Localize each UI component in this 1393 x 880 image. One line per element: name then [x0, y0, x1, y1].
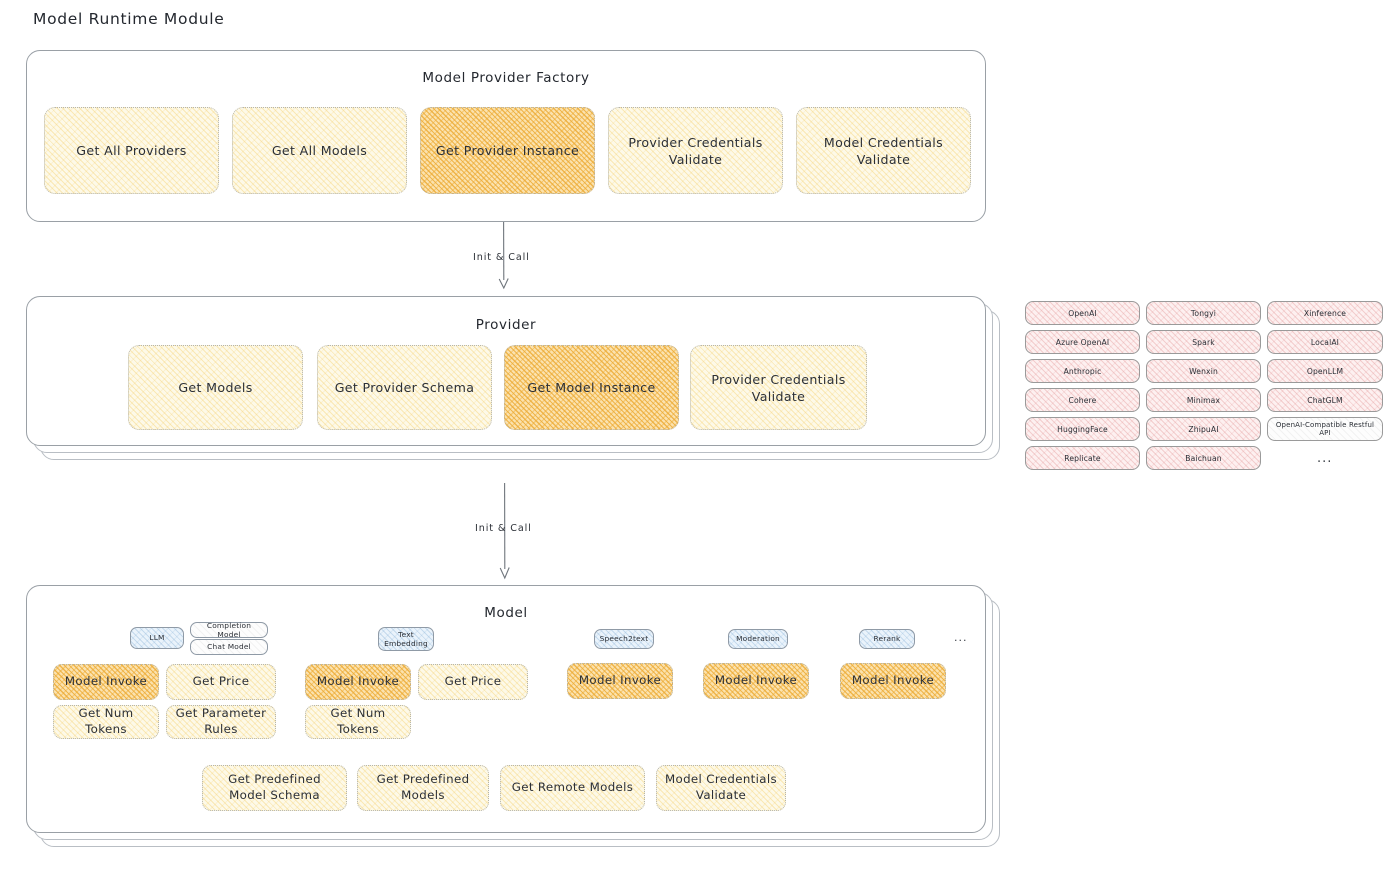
model-box-rerank-model-invoke[interactable]: Model Invoke [840, 663, 946, 699]
arrow-provider-to-model [499, 482, 510, 580]
model-common-box-get-predefined-model-schema[interactable]: Get Predefined Model Schema [202, 765, 347, 811]
provider-chip-openai[interactable]: OpenAI [1025, 301, 1140, 325]
factory-box-get-all-providers[interactable]: Get All Providers [44, 107, 219, 194]
provider-panel-stack: Provider Get Models Get Provider Schema … [26, 296, 1026, 476]
model-group-tag-moderation[interactable]: Moderation [728, 629, 788, 649]
provider-box-get-models[interactable]: Get Models [128, 345, 303, 430]
provider-box-provider-credentials-validate[interactable]: Provider Credentials Validate [690, 345, 867, 430]
model-box-llm-get-parameter-rules[interactable]: Get Parameter Rules [166, 705, 276, 739]
arrow-label-init-and-call-1: Init & Call [473, 252, 530, 263]
model-panel-title: Model [484, 605, 528, 621]
model-groups-ellipsis: ... [954, 631, 968, 644]
provider-chip-minimax[interactable]: Minimax [1146, 388, 1261, 412]
model-group-subtag-chat-model[interactable]: Chat Model [190, 639, 268, 655]
arrow-factory-to-provider [498, 221, 509, 290]
provider-chip-azure-openai[interactable]: Azure OpenAI [1025, 330, 1140, 354]
provider-chip-openai-compatible-restful-api[interactable]: OpenAI-Compatible Restful API [1267, 417, 1383, 441]
provider-chip-huggingface[interactable]: HuggingFace [1025, 417, 1140, 441]
model-box-text-embedding-get-num-tokens[interactable]: Get Num Tokens [305, 705, 411, 739]
model-group-tag-rerank[interactable]: Rerank [859, 629, 915, 649]
model-box-speech2text-model-invoke[interactable]: Model Invoke [567, 663, 673, 699]
model-box-moderation-model-invoke[interactable]: Model Invoke [703, 663, 809, 699]
provider-chip-xinference[interactable]: Xinference [1267, 301, 1383, 325]
model-box-llm-get-num-tokens[interactable]: Get Num Tokens [53, 705, 159, 739]
factory-box-model-credentials-validate[interactable]: Model Credentials Validate [796, 107, 971, 194]
provider-list-ellipsis: ... [1317, 451, 1333, 466]
model-group-tag-text-embedding[interactable]: Text Embedding [378, 627, 434, 651]
model-box-text-embedding-get-price[interactable]: Get Price [418, 664, 528, 700]
arrow-label-init-and-call-2: Init & Call [475, 523, 532, 534]
model-common-box-get-predefined-models[interactable]: Get Predefined Models [357, 765, 489, 811]
provider-chip-anthropic[interactable]: Anthropic [1025, 359, 1140, 383]
provider-box-get-provider-schema[interactable]: Get Provider Schema [317, 345, 492, 430]
provider-chip-zhipuai[interactable]: ZhipuAI [1146, 417, 1261, 441]
provider-list: OpenAI Azure OpenAI Anthropic Cohere Hug… [1025, 301, 1383, 476]
factory-box-get-provider-instance[interactable]: Get Provider Instance [420, 107, 595, 194]
model-provider-factory-panel: Model Provider Factory Get All Providers… [26, 50, 986, 222]
provider-chip-wenxin[interactable]: Wenxin [1146, 359, 1261, 383]
model-common-box-model-credentials-validate[interactable]: Model Credentials Validate [656, 765, 786, 811]
model-panel-stack: Model LLM Completion Model Chat Model Mo… [26, 585, 1026, 855]
provider-chip-replicate[interactable]: Replicate [1025, 446, 1140, 470]
provider-box-get-model-instance[interactable]: Get Model Instance [504, 345, 679, 430]
model-box-llm-get-price[interactable]: Get Price [166, 664, 276, 700]
provider-chip-spark[interactable]: Spark [1146, 330, 1261, 354]
model-box-text-embedding-model-invoke[interactable]: Model Invoke [305, 664, 411, 700]
provider-chip-cohere[interactable]: Cohere [1025, 388, 1140, 412]
page-title: Model Runtime Module [33, 10, 225, 28]
model-common-box-get-remote-models[interactable]: Get Remote Models [500, 765, 645, 811]
provider-chip-tongyi[interactable]: Tongyi [1146, 301, 1261, 325]
provider-chip-openllm[interactable]: OpenLLM [1267, 359, 1383, 383]
model-box-llm-model-invoke[interactable]: Model Invoke [53, 664, 159, 700]
provider-panel-title: Provider [475, 317, 537, 333]
factory-box-provider-credentials-validate[interactable]: Provider Credentials Validate [608, 107, 783, 194]
model-group-tag-llm[interactable]: LLM [130, 627, 184, 649]
factory-box-get-all-models[interactable]: Get All Models [232, 107, 407, 194]
factory-panel-title: Model Provider Factory [422, 70, 590, 86]
model-group-subtag-completion-model[interactable]: Completion Model [190, 621, 268, 639]
provider-chip-baichuan[interactable]: Baichuan [1146, 446, 1261, 470]
provider-chip-localai[interactable]: LocalAI [1267, 330, 1383, 354]
provider-chip-chatglm[interactable]: ChatGLM [1267, 388, 1383, 412]
model-group-tag-speech2text[interactable]: Speech2text [594, 629, 654, 649]
